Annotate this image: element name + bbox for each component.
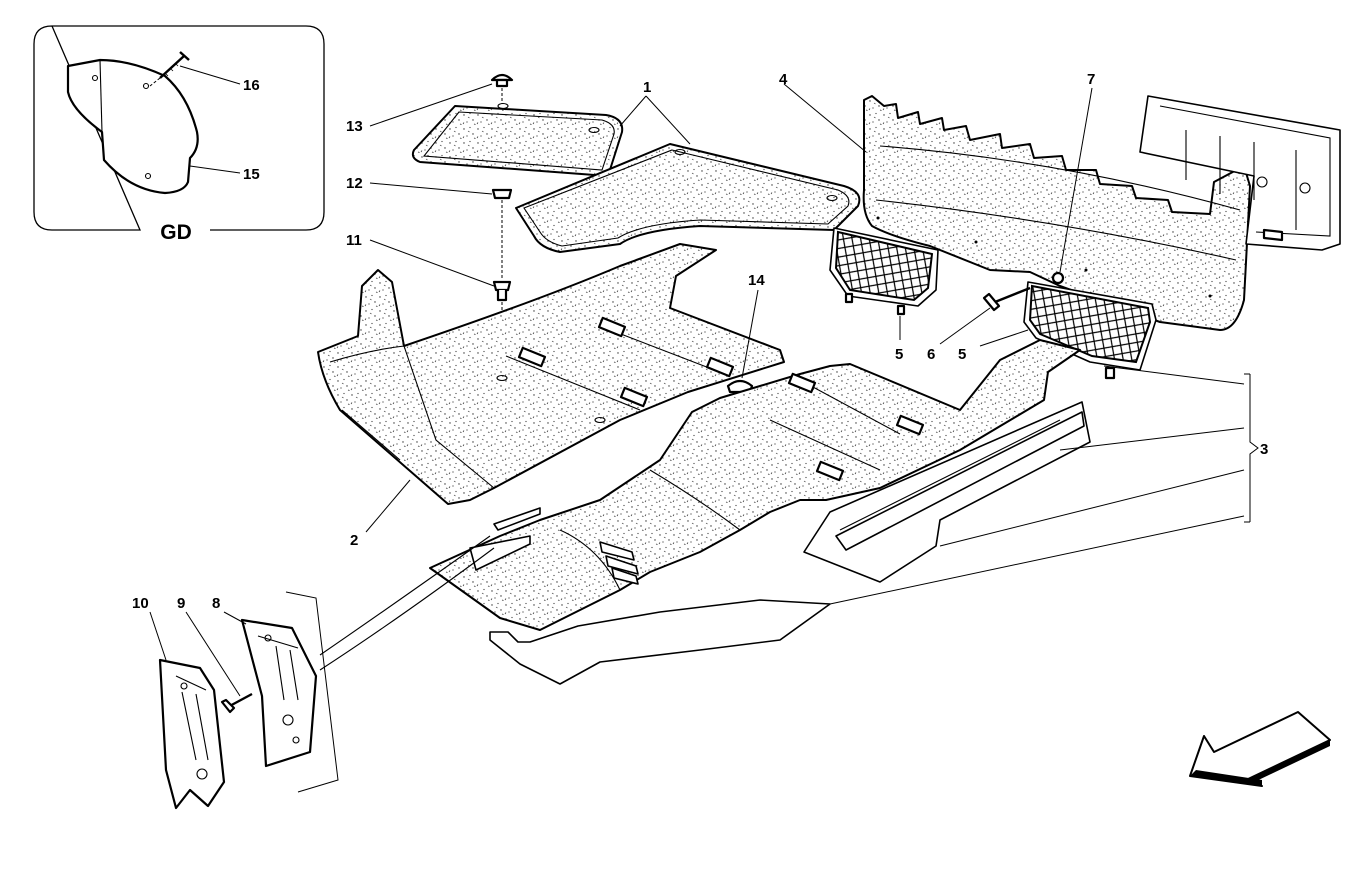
callout-6: 6 xyxy=(927,346,935,363)
callout-11: 11 xyxy=(346,232,362,249)
callout-5-right: 5 xyxy=(958,346,966,363)
callout-13: 13 xyxy=(346,118,363,135)
clip-7: 7 xyxy=(1051,71,1095,285)
tunnel-and-rear-carpets-3: 3 xyxy=(319,339,1268,685)
screw-16 xyxy=(149,51,190,87)
rear-bulkhead-carpet-4: 4 xyxy=(779,71,1251,331)
callout-2: 2 xyxy=(350,532,358,549)
screw-6: 6 xyxy=(927,286,1031,363)
body-frame-outline xyxy=(1139,95,1341,251)
callout-16: 16 xyxy=(243,77,260,94)
callout-3: 3 xyxy=(1260,441,1268,458)
callout-10: 10 xyxy=(132,595,149,612)
fastener-stack-11-12-13: 13 12 11 xyxy=(346,73,514,378)
callout-14: 14 xyxy=(748,272,765,289)
callout-1: 1 xyxy=(643,79,651,96)
direction-arrow-icon xyxy=(1189,711,1331,787)
bracket-group-8-9-10: 8 9 10 xyxy=(132,591,339,810)
callout-15: 15 xyxy=(243,166,260,183)
storage-net-left-5: 5 xyxy=(829,227,939,363)
callout-12: 12 xyxy=(346,175,363,192)
inset-detail-gd: GD 16 15 xyxy=(33,25,325,244)
callout-5-left: 5 xyxy=(895,346,903,363)
inset-label: GD xyxy=(160,221,192,244)
storage-net-right-5: 5 xyxy=(958,281,1157,380)
callout-4: 4 xyxy=(779,71,788,88)
callout-9: 9 xyxy=(177,595,185,612)
callout-8: 8 xyxy=(212,595,220,612)
side-panel-15 xyxy=(66,58,199,195)
front-floor-carpet-2: 2 xyxy=(317,243,785,549)
front-floor-mats-1: 1 xyxy=(411,79,861,253)
callout-7: 7 xyxy=(1087,71,1095,88)
